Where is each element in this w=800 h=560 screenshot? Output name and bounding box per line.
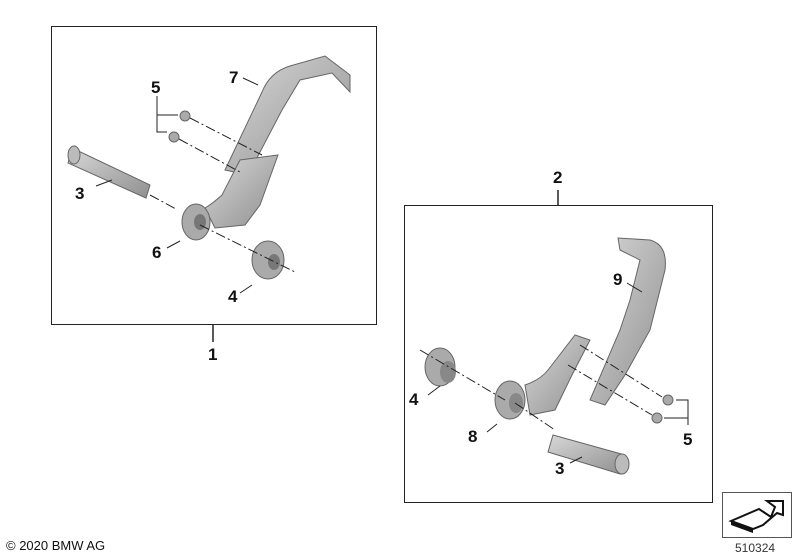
callout-8: 8: [468, 427, 478, 446]
callout-9: 9: [613, 270, 623, 289]
image-code: 510324: [735, 541, 776, 555]
callout-7: 7: [229, 68, 239, 87]
callout-4: 4: [228, 287, 238, 306]
callout-4-right: 4: [409, 390, 419, 409]
navigation-arrow-box[interactable]: [722, 492, 792, 538]
arrow-nav-icon: [728, 500, 784, 533]
callout-6: 6: [152, 243, 162, 262]
assembly-2-frame: [404, 205, 713, 503]
callout-5: 5: [151, 78, 161, 97]
assembly-1-frame: [51, 26, 377, 325]
callout-2: 2: [553, 168, 563, 187]
callout-1: 1: [208, 345, 218, 364]
callout-3-right: 3: [555, 459, 565, 478]
copyright: © 2020 BMW AG: [6, 538, 106, 553]
callout-5-right: 5: [683, 430, 693, 449]
callout-3: 3: [75, 184, 85, 203]
